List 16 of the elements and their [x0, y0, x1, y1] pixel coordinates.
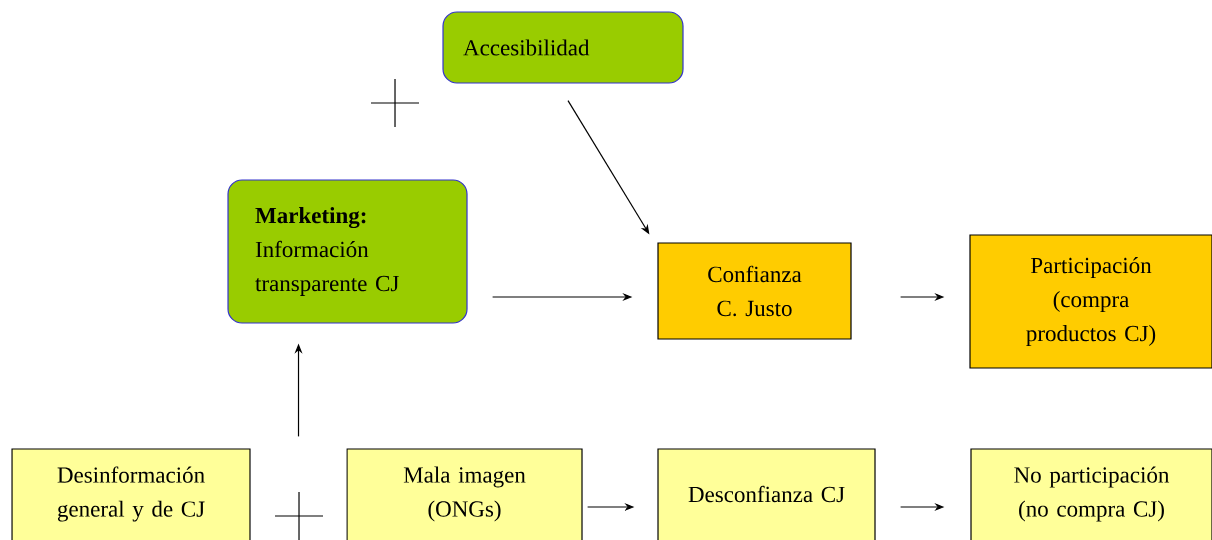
process-box — [11, 448, 251, 540]
box-text: No participación (no compra CJ) — [1014, 466, 1170, 522]
box-text: Marketing: Información transparente CJ — [255, 207, 399, 296]
process-box — [969, 234, 1212, 369]
process-box — [657, 448, 876, 540]
box-text: Confianza C. Justo — [708, 265, 802, 317]
process-box — [657, 242, 852, 340]
rounded-box — [442, 11, 684, 84]
box-text: Desconfianza CJ — [688, 485, 845, 503]
box-text: Accesibilidad — [463, 39, 590, 56]
box-text: Participación (compra productos CJ) — [1026, 257, 1156, 346]
box-text: Desinformación general y de CJ — [57, 466, 205, 522]
process-box — [346, 448, 583, 540]
rounded-box — [227, 179, 468, 324]
process-box — [970, 448, 1212, 540]
box-text: Mala imagen (ONGs) — [403, 466, 526, 522]
